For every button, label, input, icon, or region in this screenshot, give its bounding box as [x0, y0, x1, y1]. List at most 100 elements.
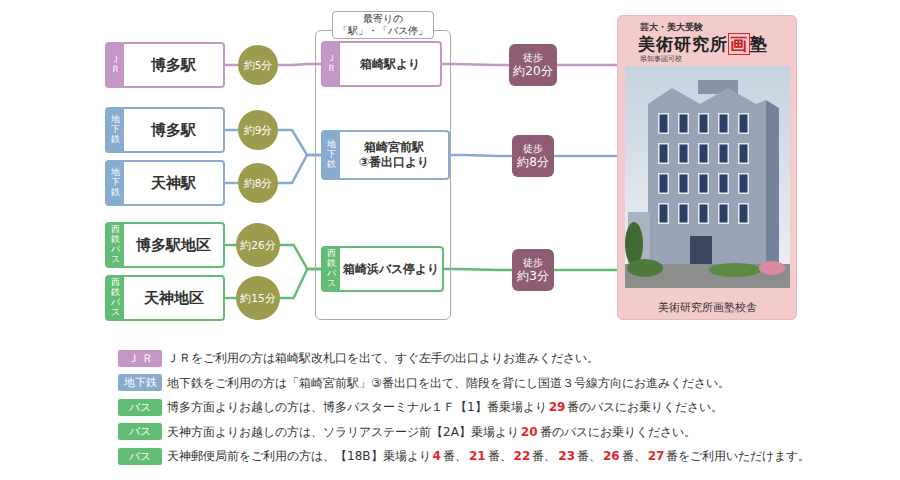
line-band: 地下鉄 — [323, 132, 340, 178]
bus-number: 27 — [648, 449, 665, 463]
notes-block: ＪＲＪＲをご利用の方は箱崎駅改札口を出て、すぐ左手の出口よりお進みください。地下… — [118, 349, 810, 465]
access-note: 地下鉄をご利用の方は「箱崎宮前駅」③番出口を出て、階段を背にし国道３号線方向にお… — [167, 374, 810, 392]
note-part: 番、 — [443, 449, 467, 463]
logo-char: 所 — [710, 34, 728, 54]
walk-box: 徒歩約3分 — [512, 249, 554, 291]
time-circle: 約9分 — [238, 110, 278, 150]
line-band: 地下鉄 — [107, 162, 124, 204]
line-tab: ＪＲ — [111, 55, 120, 75]
station-name: 箱崎浜バス停より — [340, 262, 442, 277]
note-part: ＪＲをご利用の方は箱崎駅改札口を出て、すぐ左手の出口よりお進みください。 — [167, 351, 599, 365]
station-box: 地下鉄 天神駅 — [105, 160, 225, 206]
walk-text: 徒歩 — [523, 143, 543, 155]
line-tab: ＪＲ — [327, 54, 336, 74]
circle-fill — [236, 276, 280, 320]
group-label-part: 「駅」・「バス停」 — [338, 25, 428, 36]
walk-text-part: 徒歩 — [523, 52, 543, 63]
time-text-part: 約15分 — [240, 292, 275, 304]
line-tab: 地下鉄 — [111, 168, 120, 198]
bus-number: 29 — [549, 400, 566, 414]
note-part: 天神方面よりお越しの方は、ソラリアステージ前 — [167, 425, 431, 439]
logo-subtitle: 芸大・美大受験 — [640, 22, 703, 33]
logo-subtitle-part: 芸大・美大受験 — [640, 22, 703, 32]
note-part: 【2A】 — [431, 425, 471, 439]
note-part: 博多方面よりお越しの方は、博多バスターミナル１Ｆ — [167, 400, 455, 414]
building-side — [766, 100, 779, 266]
line-tab: 西鉄バス — [111, 225, 120, 265]
station-name: 博多駅 — [148, 56, 199, 75]
circle-fill — [238, 163, 278, 203]
building-windows — [656, 110, 756, 230]
station-box: 西鉄バス箱崎浜バス停より — [321, 246, 444, 292]
route-line — [225, 297, 236, 300]
logo-char: 美 — [638, 34, 656, 54]
access-note: ＪＲをご利用の方は箱崎駅改札口を出て、すぐ左手の出口よりお進みください。 — [167, 349, 810, 367]
walk-text-part: 約8分 — [517, 155, 549, 169]
station-name: 天神地区 — [141, 289, 207, 308]
walk-text-part: 約20分 — [513, 64, 552, 78]
nearest-stop-group: ＪＲ箱崎駅より地下鉄箱崎宮前駅 ③番出口より西鉄バス箱崎浜バス停より最寄りの 「… — [315, 30, 451, 320]
time-text-part: 約8分 — [244, 177, 273, 189]
access-note: 博多方面よりお越しの方は、博多バスターミナル１Ｆ【1】番乗場より29番のバスにお… — [167, 398, 810, 416]
time-text-part: 約26分 — [240, 239, 275, 251]
note-part: 【1】 — [455, 400, 487, 414]
note-part: 番のバスにお乗りください。 — [540, 425, 696, 439]
station-box: ＪＲ 博多駅 — [105, 42, 225, 88]
walk-text-part: 徒歩 — [523, 257, 543, 268]
walk-text: 約20分 — [513, 64, 552, 78]
logo-char: 塾 — [750, 34, 768, 54]
photo-caption-part: 美術研究所画塾校舎 — [658, 301, 757, 314]
access-note: 天神郵便局前をご利用の方は、【18B】乗場より4番、21番、22番、23番、26… — [167, 447, 810, 465]
time-text: 約15分 — [240, 292, 275, 305]
route-line — [225, 244, 236, 247]
line-band: 西鉄バス — [107, 277, 124, 319]
station-box: 西鉄バス 博多駅地区 — [105, 222, 225, 268]
time-text: 約9分 — [244, 124, 273, 137]
access-note: 天神方面よりお越しの方は、ソラリアステージ前【2A】乗場より20番のバスにお乗り… — [167, 423, 810, 441]
logo-title: 美術研究所画塾 — [638, 34, 768, 54]
station-name-part: 天神駅 — [151, 174, 196, 192]
logo-char: 画 — [728, 33, 750, 55]
bus-number: 21 — [469, 449, 486, 463]
route-line — [444, 269, 512, 270]
time-text-part: 約5分 — [244, 59, 273, 71]
station-name: 箱崎宮前駅 ③番出口より — [340, 140, 448, 170]
line-tag: ＪＲ — [118, 350, 162, 367]
station-name-part: 箱崎浜バス停より — [343, 262, 439, 276]
station-name-part: ③番出口より — [359, 155, 429, 169]
logo-char: 究 — [692, 34, 710, 54]
line-tag: 地下鉄 — [118, 374, 162, 391]
circle-fill — [238, 110, 278, 150]
time-circle: 約5分 — [238, 45, 278, 85]
line-band: 西鉄バス — [107, 224, 124, 266]
walk-box: 徒歩約20分 — [509, 44, 556, 86]
entrance — [690, 236, 712, 266]
line-tab: 西鉄バス — [111, 278, 120, 318]
station-name-part: 博多駅地区 — [136, 236, 211, 254]
line-tab: 西鉄バス — [327, 249, 336, 289]
note-part: 乗場より — [471, 425, 519, 439]
bus-number: 20 — [521, 425, 538, 439]
route-line — [554, 155, 617, 158]
panel-ground — [617, 15, 797, 320]
station-name-part: 博多駅 — [151, 121, 196, 139]
note-part: 【18B】 — [335, 449, 383, 463]
building-front — [648, 88, 766, 266]
logo-note: 県知事認可校 — [640, 55, 682, 63]
note-part: 番、 — [488, 449, 512, 463]
route-line — [554, 269, 617, 272]
note-part: 乗場より — [383, 449, 431, 463]
circle-fill — [236, 223, 280, 267]
route-line — [442, 64, 509, 65]
route-line — [557, 64, 617, 67]
time-text: 約5分 — [244, 59, 273, 72]
line-tab: 地下鉄 — [111, 115, 120, 145]
walk-text-part: 徒歩 — [523, 143, 543, 154]
walk-text: 約8分 — [517, 155, 549, 169]
flowers — [759, 261, 785, 275]
bus-number: 22 — [514, 449, 531, 463]
note-part: 番乗場より — [487, 400, 547, 414]
line-band: 西鉄バス — [323, 248, 340, 290]
note-part: 番をご利用いただけます。 — [666, 449, 810, 463]
walk-text-part: 約3分 — [517, 269, 549, 283]
